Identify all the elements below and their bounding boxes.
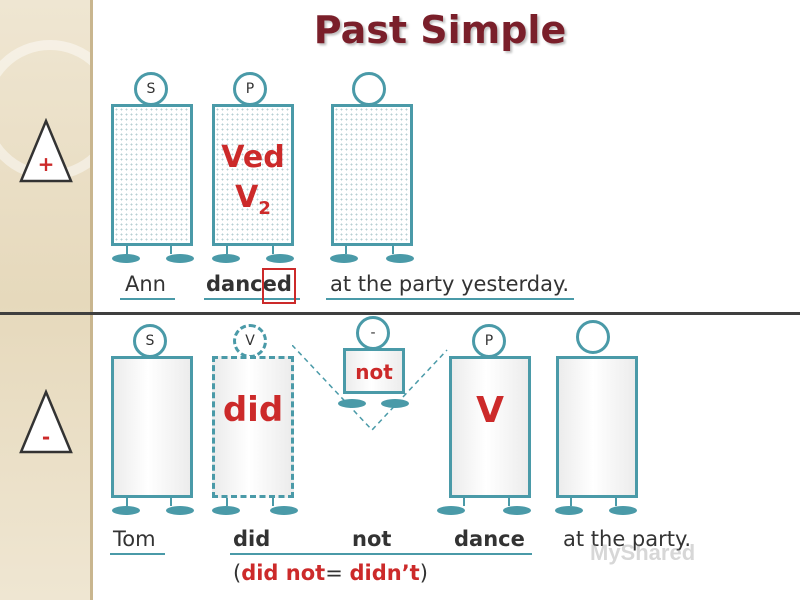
leg [170,246,172,254]
tom-underline [110,553,165,555]
sentence-rest: at the party yesterday. [330,272,570,296]
sentence-not: not [352,527,392,551]
minus-sign-triangle: - [18,389,74,455]
foot [166,254,194,263]
foot [609,506,637,515]
neg-predicate-body [449,356,531,498]
sentence-did: did [233,527,271,551]
foot [330,254,358,263]
triangle-icon [19,118,73,183]
sidebar-divider [90,0,93,600]
verb-group-underline [230,553,532,555]
aux-head: V [233,324,267,358]
left-decorative-panel [0,0,120,600]
neg-verb-v: V [476,390,504,431]
leg [392,246,394,254]
adverbial-head [352,72,386,106]
predicate-body [212,104,294,246]
leg [272,246,274,254]
subject-body [111,104,193,246]
not-word: not [355,360,393,384]
neg-adverbial-head [576,320,610,354]
plus-sign: + [37,152,55,176]
foot [112,506,140,515]
foot [555,506,583,515]
not-head: - [356,316,390,350]
paren-close: ) [419,561,428,585]
leg [508,498,510,506]
minus-sign: - [41,425,51,449]
foot [270,506,298,515]
leg [345,246,347,254]
foot [266,254,294,263]
verb-stem: danc [206,272,263,296]
leg [170,498,172,506]
v2-letter: V [235,180,259,215]
note-didnt: didn’t [349,561,420,585]
foot [338,399,366,408]
adverbial-body [331,104,413,246]
subject-head: S [134,72,168,106]
leg [126,246,128,254]
note-equals: = [325,561,350,585]
neg-adverbial-body [556,356,638,498]
note-did-not: did not [241,561,326,585]
leg [272,498,274,506]
foot [212,254,240,263]
aux-did: did [222,390,284,430]
contraction-note: (did not= didn’t) [233,561,428,585]
verb-ending: ed [262,272,292,296]
foot [437,506,465,515]
rest-underline [326,298,574,300]
foot [503,506,531,515]
sentence-subject-tom: Tom [113,527,156,551]
triangle-icon [19,389,73,454]
ending-highlight-box [262,268,296,304]
foot [166,506,194,515]
neg-predicate-head: P [472,324,506,358]
predicate-v2: V2 [212,180,294,219]
subject-underline [120,298,175,300]
verb-underline [204,298,300,300]
paren-open: ( [233,561,242,585]
leg [226,498,228,506]
predicate-ved: Ved [221,140,285,175]
sentence-dance: dance [454,527,525,551]
leg [615,498,617,506]
leg [226,246,228,254]
foot [381,399,409,408]
v2-subscript: 2 [258,198,271,219]
neg-subject-body [111,356,193,498]
predicate-head: P [233,72,267,106]
sentence-rest-party: at the party. [563,527,692,551]
leg [463,498,465,506]
section-divider [0,312,800,315]
sentence-subject-ann: Ann [125,272,166,296]
dashed-connector [292,345,448,432]
leg [570,498,572,506]
sentence-verb-danced: danced [206,272,292,296]
neg-subject-head: S [133,324,167,358]
foot [386,254,414,263]
foot [212,506,240,515]
foot [112,254,140,263]
page-title: Past Simple [313,8,567,52]
watermark-text: MyShared [590,540,696,565]
leg [126,498,128,506]
plus-sign-triangle: + [18,118,74,184]
not-body [343,348,405,394]
aux-body [212,356,294,498]
